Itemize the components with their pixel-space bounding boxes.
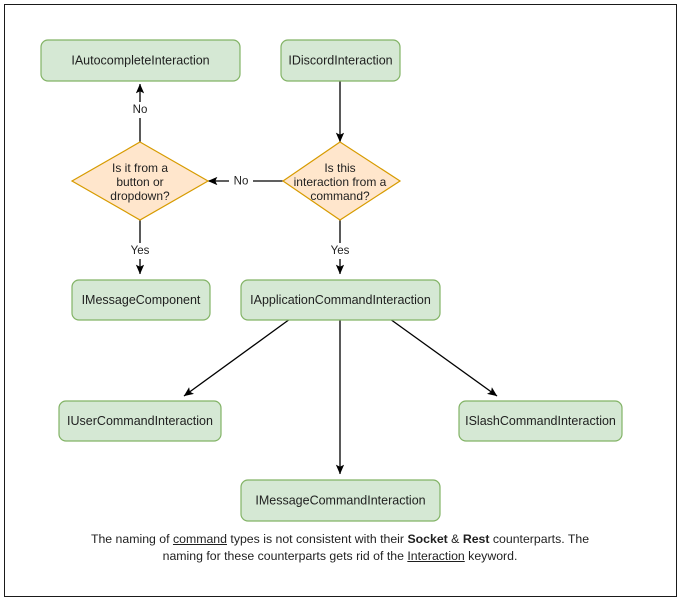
caption-bold-rest: Rest	[462, 532, 490, 546]
edge-from-command-no: No	[207, 173, 283, 189]
caption-bold-socket: Socket	[407, 532, 448, 546]
node-message-component[interactable]: IMessageComponent	[71, 279, 211, 321]
edge-button-dropdown-no: No	[128, 83, 152, 142]
node-autocomplete-interaction[interactable]: IAutocompleteInteraction	[40, 39, 241, 82]
node-label-user-command-interaction: IUserCommandInteraction	[67, 414, 213, 428]
edge-app-to-user	[183, 318, 291, 397]
edge-app-to-slash	[389, 318, 498, 397]
caption-line2-rest: counterparts. The naming for these	[162, 532, 590, 563]
caption-line1-part-a: The naming of	[90, 532, 173, 546]
edge-label-from-command-no: No	[234, 176, 249, 188]
node-label-application-command-interaction: IApplicationCommandInteraction	[250, 293, 431, 307]
caption-line1-part-b: types is not consistent with their	[226, 532, 405, 546]
decision-from-command-line-1: Is this	[324, 161, 355, 175]
node-message-command-interaction[interactable]: IMessageCommandInteraction	[240, 479, 441, 522]
caption-line3-part-a: counterparts gets rid of the	[257, 548, 408, 563]
node-decision-from-command[interactable]: Is this interaction from a command?	[281, 141, 402, 221]
decision-from-command-line-3: command?	[310, 189, 370, 203]
caption-ampersand: &	[447, 532, 463, 546]
node-label-discord-interaction: IDiscordInteraction	[288, 53, 392, 67]
node-decision-button-or-dropdown[interactable]: Is it from a button or dropdown?	[70, 141, 210, 221]
decision-button-dropdown-line-1: Is it from a	[112, 161, 168, 175]
diagram-caption: The naming of command types is not consi…	[90, 531, 590, 564]
edge-label-from-command-yes: Yes	[331, 245, 350, 257]
edge-button-dropdown-yes: Yes	[127, 220, 153, 275]
decision-button-dropdown-line-3: dropdown?	[110, 189, 170, 203]
node-label-message-component: IMessageComponent	[82, 293, 201, 307]
decision-button-dropdown-line-2: button or	[116, 175, 163, 189]
node-slash-command-interaction[interactable]: ISlashCommandInteraction	[458, 400, 623, 442]
edge-label-button-dropdown-no: No	[133, 104, 148, 116]
node-discord-interaction[interactable]: IDiscordInteraction	[280, 39, 401, 82]
caption-line3-part-b: keyword.	[464, 548, 518, 563]
caption-underline-command: command	[172, 532, 227, 546]
node-application-command-interaction[interactable]: IApplicationCommandInteraction	[240, 279, 441, 321]
edge-label-button-dropdown-yes: Yes	[131, 245, 150, 257]
node-label-autocomplete-interaction: IAutocompleteInteraction	[71, 53, 209, 67]
node-label-message-command-interaction: IMessageCommandInteraction	[255, 493, 425, 507]
node-user-command-interaction[interactable]: IUserCommandInteraction	[58, 400, 222, 442]
caption-underline-interaction: Interaction	[407, 548, 465, 563]
decision-from-command-line-2: interaction from a	[294, 175, 387, 189]
edge-from-command-yes: Yes	[327, 220, 353, 275]
node-label-slash-command-interaction: ISlashCommandInteraction	[465, 414, 616, 428]
